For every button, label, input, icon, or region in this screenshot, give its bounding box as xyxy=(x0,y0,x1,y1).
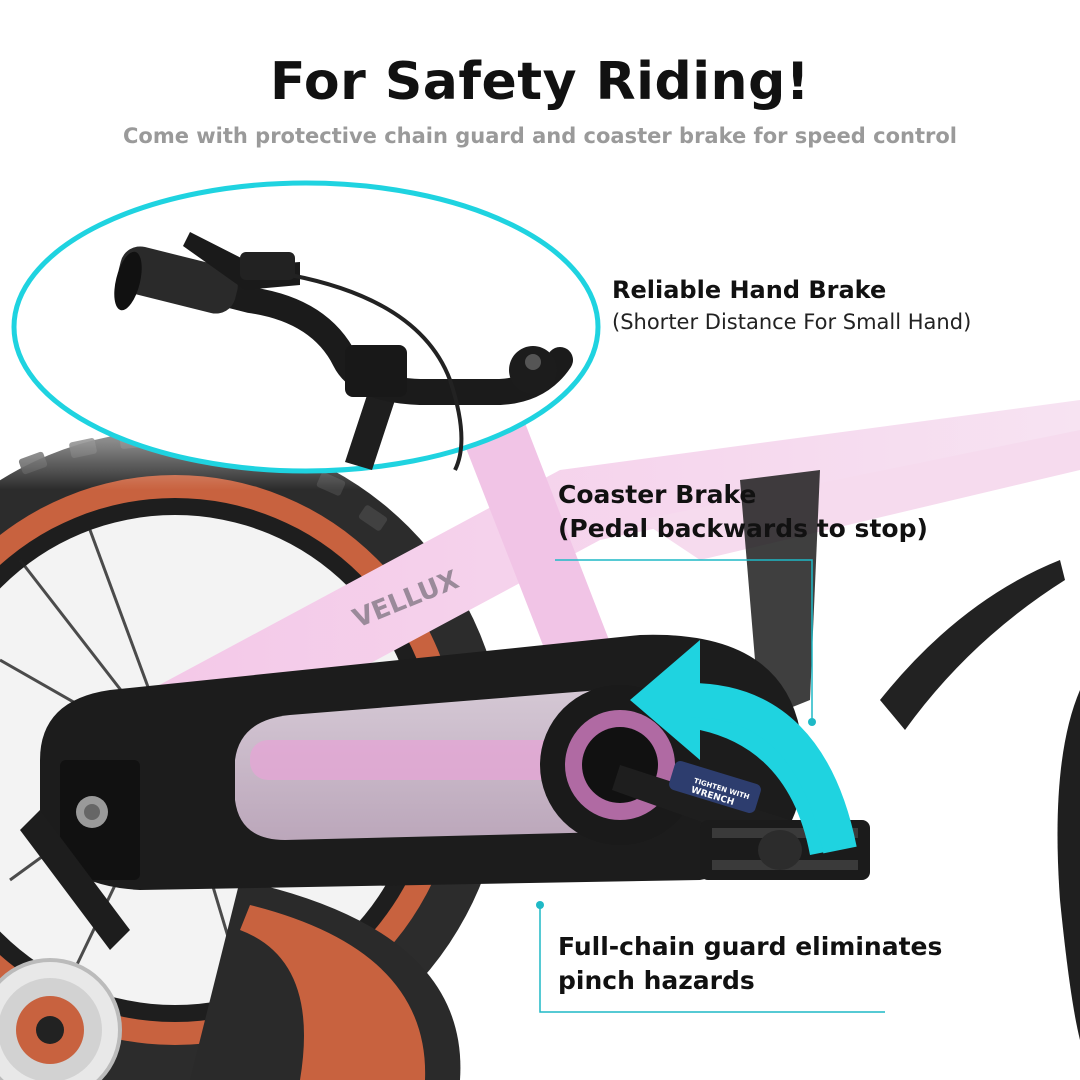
hand-brake-title: Reliable Hand Brake xyxy=(612,276,887,304)
chain-guard-line2: pinch hazards xyxy=(558,966,755,995)
training-wheel xyxy=(0,810,130,1080)
hand-brake-inset xyxy=(11,180,601,474)
rear-tire-lower xyxy=(190,880,461,1080)
page-subtitle: Come with protective chain guard and coa… xyxy=(123,124,957,148)
hand-brake-subtitle: (Shorter Distance For Small Hand) xyxy=(612,310,972,334)
callout-lines xyxy=(539,559,885,1013)
crank-and-pedal: TIGHTEN WITH WRENCH xyxy=(612,760,870,880)
chain-guard-line1: Full-chain guard eliminates xyxy=(558,932,943,961)
coaster-brake-title: Coaster Brake xyxy=(558,480,757,509)
page-title: For Safety Riding! xyxy=(269,52,811,112)
coaster-brake-subtitle: (Pedal backwards to stop) xyxy=(558,514,928,543)
backpedal-arrow xyxy=(630,640,857,855)
